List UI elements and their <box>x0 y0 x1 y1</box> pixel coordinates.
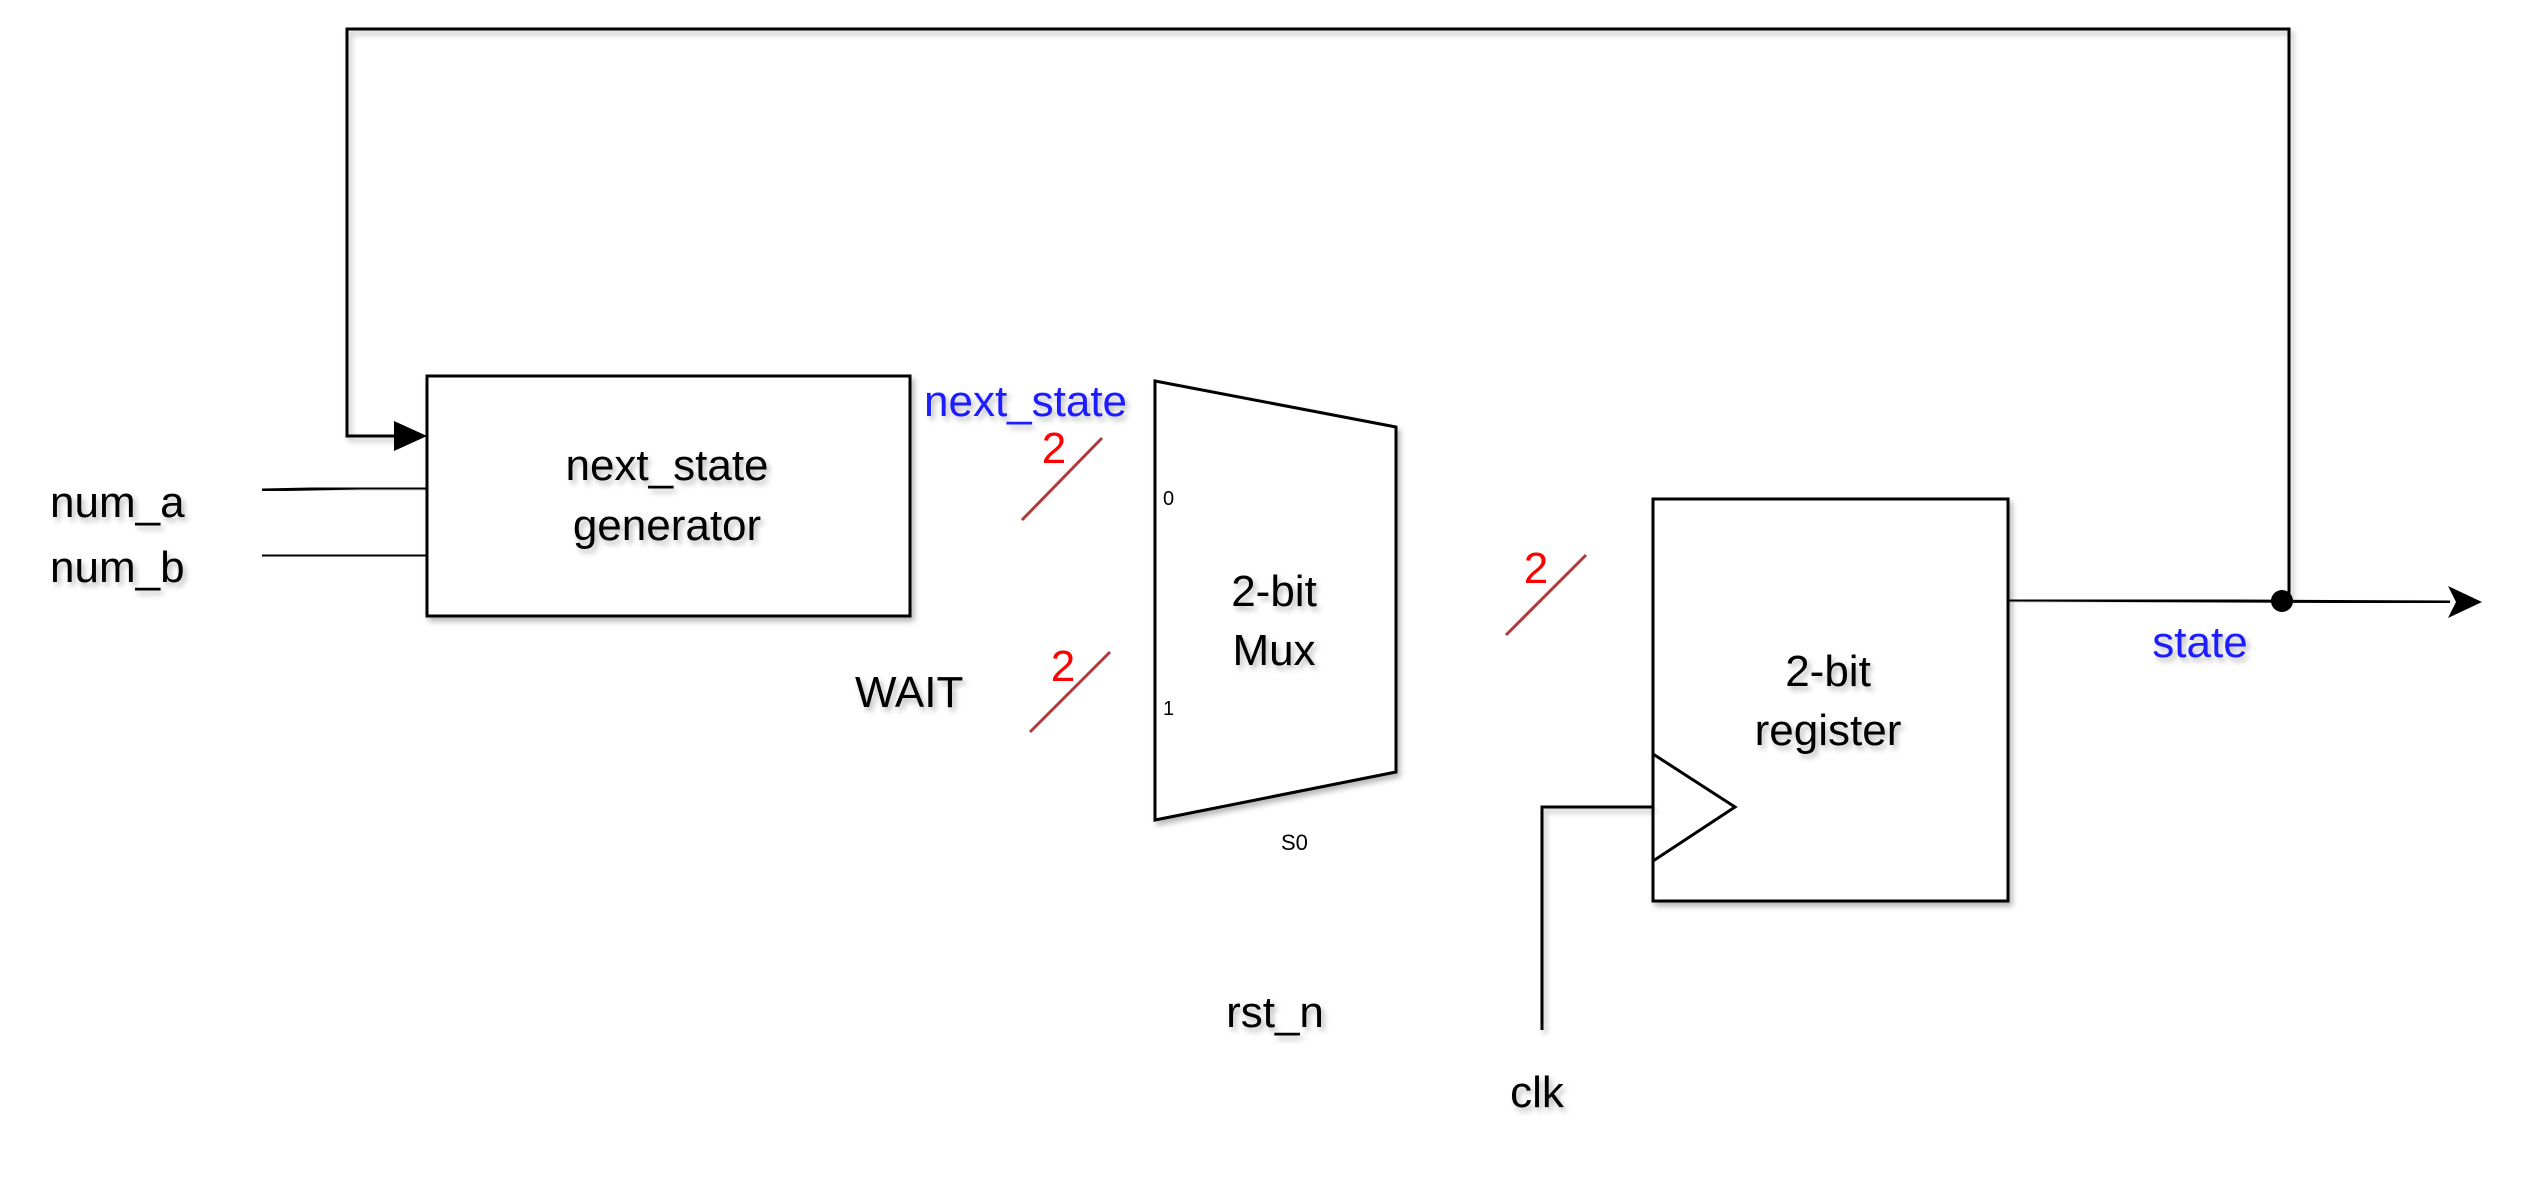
next-state-generator-block <box>425 374 912 618</box>
state-tap-junction <box>2271 590 2293 612</box>
feedback-wire <box>345 27 2291 602</box>
wait-bus-slash <box>1028 650 1112 734</box>
feedback-arrowhead <box>394 421 427 451</box>
num-a-label: num_a <box>50 478 185 527</box>
num-b-wire <box>261 553 427 558</box>
mux-out-bus-width: 2 <box>1524 544 1548 593</box>
next-state-bus-width: 2 <box>1042 424 1066 473</box>
rst-n-label: rst_n <box>1226 988 1324 1037</box>
state-output-wire <box>2007 598 2451 604</box>
num-b-label: num_b <box>50 543 185 592</box>
mux-label-line2: Mux <box>1232 626 1315 675</box>
register-block <box>1651 497 2010 903</box>
clk-label: clk <box>1510 1068 1565 1117</box>
state-signal-label: state <box>2152 618 2247 667</box>
next-state-signal-label: next_state <box>924 377 1127 426</box>
register-label-line1: 2-bit <box>1785 647 1871 696</box>
mux-select-label: S0 <box>1281 830 1308 855</box>
mux-out-bus-slash <box>1504 553 1588 637</box>
mux-label-line1: 2-bit <box>1231 567 1317 616</box>
generator-label-line1: next_state <box>565 441 768 490</box>
state-output-arrowhead <box>2448 586 2482 618</box>
mux-port-0-label: 0 <box>1163 488 1174 510</box>
generator-label-line2: generator <box>573 501 761 550</box>
mux-block <box>1153 379 1398 822</box>
register-label-line2: register <box>1755 706 1902 755</box>
wait-label: WAIT <box>855 668 963 717</box>
clk-wire <box>1540 805 1653 1030</box>
wait-bus-width: 2 <box>1051 642 1075 691</box>
num-a-wire <box>261 486 427 492</box>
clock-triangle <box>1652 752 1738 863</box>
next-state-bus-slash <box>1020 436 1104 522</box>
mux-port-1-label: 1 <box>1163 698 1174 720</box>
